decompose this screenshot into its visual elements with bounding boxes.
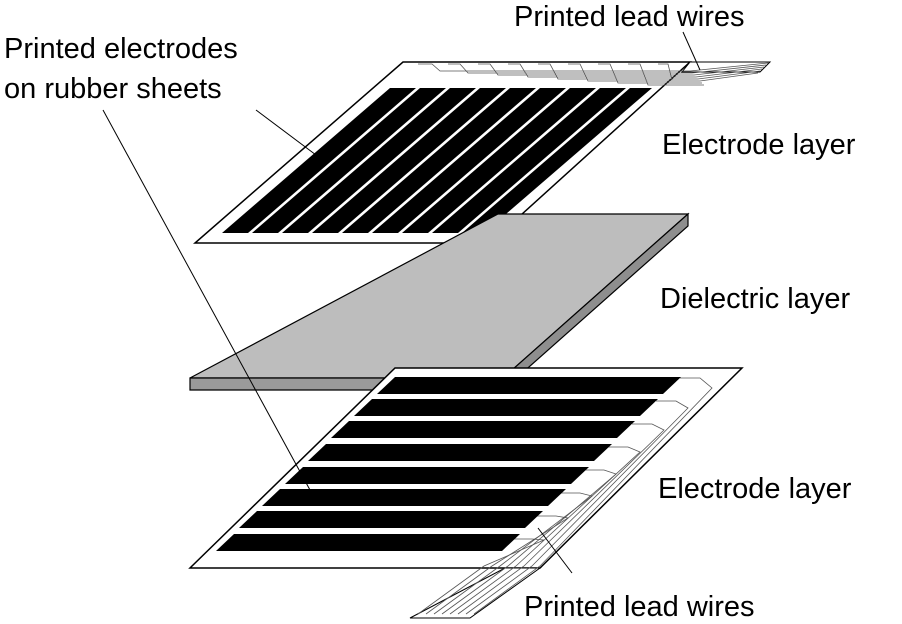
top-electrode-strip (222, 88, 416, 233)
bottom-electrode-strip (308, 444, 612, 461)
bottom-lead-wire-tail (409, 567, 542, 619)
leader-lines (102, 31, 701, 574)
top-electrode-strip (402, 88, 596, 233)
bottom-electrode-strip (285, 467, 589, 484)
leader-top-lead-wires (682, 31, 701, 71)
top-electrode-strip (432, 88, 626, 233)
leader-electrodes-top (255, 109, 321, 159)
label-printed-electrodes-line2: on rubber sheets (4, 73, 222, 105)
bottom-electrode-strip (377, 377, 681, 394)
bottom-electrode-strip (239, 511, 543, 528)
top-electrode-strip (312, 88, 506, 233)
label-printed-electrodes-line1: Printed electrodes (4, 33, 238, 65)
bottom-electrode-strip (354, 399, 658, 416)
label-bottom-lead-wires: Printed lead wires (524, 591, 755, 623)
top-electrodes (222, 88, 652, 233)
top-electrode-strip (372, 88, 566, 233)
top-electrode-strip (282, 88, 476, 233)
label-bottom-electrode-layer: Electrode layer (658, 473, 852, 505)
bottom-electrode-layer (188, 367, 744, 619)
top-electrode-strip (462, 88, 652, 233)
top-electrode-strip (342, 88, 536, 233)
bottom-electrode-strip (216, 534, 520, 551)
top-electrode-layer (192, 61, 772, 244)
label-top-electrode-layer: Electrode layer (662, 129, 856, 161)
leader-electrodes-bottom (102, 109, 311, 491)
bottom-electrodes (216, 377, 681, 551)
label-dielectric-layer: Dielectric layer (660, 283, 851, 315)
leader-bottom-lead-wires (537, 527, 573, 574)
bottom-electrode-strip (262, 489, 566, 506)
label-top-lead-wires: Printed lead wires (514, 1, 745, 33)
bottom-lead-wires (417, 377, 713, 615)
top-lead-wires (418, 62, 769, 86)
bottom-electrode-strip (331, 421, 635, 438)
top-electrode-strip (252, 88, 446, 233)
